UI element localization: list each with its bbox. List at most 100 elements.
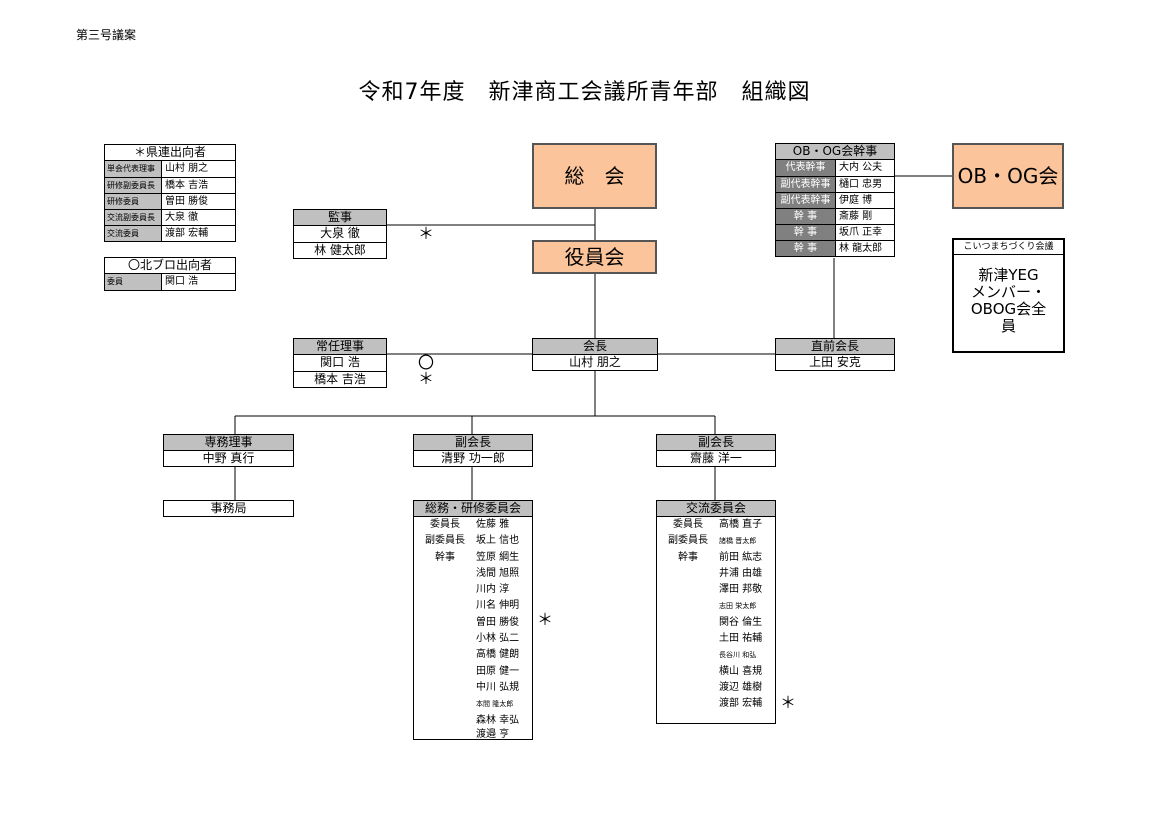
list-item: 本間 隆太郎 <box>414 696 532 712</box>
member-name: 中川 弘規 <box>476 681 520 693</box>
role-label: 副委員長 <box>668 535 708 547</box>
member-name: 斎藤 剛 <box>839 211 873 222</box>
list-item: 川内 淳 <box>414 582 532 598</box>
table-row: 委員関口 浩 <box>105 274 235 290</box>
prefecture-mark: ＊ <box>418 224 435 243</box>
role-label: 研修委員 <box>105 194 162 209</box>
table-row: 研修副委員長橋本 吉浩 <box>105 177 235 193</box>
president-title: 会長 <box>533 339 657 355</box>
standing-director-title: 常任理事 <box>294 339 386 355</box>
member-name: 関口 浩 <box>320 355 360 369</box>
list-item: 森林 幸弘 <box>414 713 532 729</box>
role-label: 副代表幹事 <box>776 193 836 208</box>
committee-title: 総務・研修委員会 <box>414 501 532 517</box>
member-name: 浅間 旭照 <box>476 567 520 579</box>
member-name: 澤田 邦敬 <box>719 584 763 596</box>
ob-og-secretary-table: OB・OG会幹事 代表幹事大内 公夫 副代表幹事樋口 忠男 副代表幹事伊庭 博 … <box>775 143 895 257</box>
role-label <box>657 598 719 614</box>
table-row: 副代表幹事樋口 忠男 <box>776 176 894 192</box>
prefecture-table-title: ＊県連出向者 <box>105 145 235 161</box>
role-label: 代表幹事 <box>776 160 836 176</box>
role-label <box>657 696 719 712</box>
general-assembly-box: 総 会 <box>532 143 657 209</box>
role-label: 委員長 <box>430 519 460 530</box>
role-label <box>414 696 476 712</box>
role-label <box>657 615 719 631</box>
member-name: 高橋 直子 <box>719 519 763 530</box>
list-item: 中川 弘規 <box>414 680 532 696</box>
member-name: 大泉 徹 <box>320 226 360 240</box>
list-item: 浅間 旭照 <box>414 566 532 582</box>
role-label <box>657 680 719 696</box>
member-name: 小林 弘二 <box>476 633 520 645</box>
list-item: 幹事 笠原 綱生 <box>414 550 532 566</box>
table-row: 幹 事斎藤 剛 <box>776 208 894 224</box>
member-name: 土田 祐輔 <box>719 633 763 645</box>
member-name: 横山 喜規 <box>719 665 763 677</box>
member-name: 渡邉 亨 <box>476 728 510 740</box>
role-label: 委員長 <box>673 519 703 530</box>
list-item: 志田 栄太郎 <box>657 598 775 614</box>
role-label: 幹事 <box>678 551 698 563</box>
executive-director-box: 専務理事 中野 真行 <box>163 434 294 467</box>
member-name: 川名 伸明 <box>476 600 520 612</box>
hokubu-table-title: 〇北ブロ出向者 <box>105 258 235 274</box>
member-name: 大泉 徹 <box>165 212 199 223</box>
hokubu-secondment-table: 〇北ブロ出向者 委員関口 浩 <box>104 257 236 291</box>
role-label: 幹事 <box>435 551 455 563</box>
list-item: 幹事前田 紘志 <box>657 550 775 566</box>
vice-president-box-2: 副会長 齋藤 洋一 <box>656 434 776 467</box>
table-row: 幹 事林 龍太郎 <box>776 240 894 256</box>
list-item: 渡邉 亨 <box>414 729 532 741</box>
role-label <box>414 566 476 582</box>
list-item: 曽田 勝俊 <box>414 615 532 631</box>
role-label <box>414 582 476 598</box>
list-item: 井浦 由雄 <box>657 566 775 582</box>
general-affairs-training-committee: 総務・研修委員会 委員長佐藤 雅 副委員長坂上 信也 幹事笠原 綱生 浅間 旭照… <box>413 500 533 740</box>
list-item: 関谷 倫生 <box>657 615 775 631</box>
vice-president-title: 副会長 <box>657 435 775 451</box>
member-name: 坂上 信也 <box>476 535 520 547</box>
list-item: 副委員長諸橋 晋太郎 <box>657 533 775 549</box>
member-name: 関谷 倫生 <box>719 616 763 628</box>
member-name: 林 龍太郎 <box>839 243 883 254</box>
member-name: 関口 浩 <box>165 276 199 287</box>
member-name: 渡辺 雄樹 <box>719 681 763 693</box>
table-row: 代表幹事大内 公夫 <box>776 160 894 176</box>
table-row: 大泉 徹 <box>294 226 386 242</box>
member-name: 笠原 綱生 <box>476 551 520 563</box>
member-name: 橋本 吉浩 <box>314 372 366 386</box>
prefecture-mark: ＊ <box>418 369 435 388</box>
member-name: 高橋 健朗 <box>476 649 520 661</box>
role-label <box>657 647 719 663</box>
member-name: 志田 栄太郎 <box>719 602 757 611</box>
prefecture-mark: ＊ <box>537 610 554 629</box>
member-name: 曽田 勝俊 <box>165 196 209 207</box>
board-meeting-box: 役員会 <box>532 240 657 274</box>
committee-title: 交流委員会 <box>657 501 775 517</box>
role-label: 副代表幹事 <box>776 177 836 192</box>
member-name: 井浦 由雄 <box>719 567 763 579</box>
list-item: 田原 健一 <box>414 664 532 680</box>
role-label <box>657 582 719 598</box>
town-planning-council-header: こいつまちづくり会議 <box>954 240 1063 255</box>
member-name: 山村 朋之 <box>165 163 209 174</box>
member-name: 本間 隆太郎 <box>476 700 514 709</box>
page-title: 令和7年度 新津商工会議所青年部 組織図 <box>358 80 811 105</box>
list-item: 小林 弘二 <box>414 631 532 647</box>
member-name: 川内 淳 <box>476 584 510 596</box>
member-name: 長谷川 和弘 <box>719 651 757 660</box>
member-name: 渡部 宏輔 <box>719 698 763 710</box>
ob-og-secretary-title: OB・OG会幹事 <box>776 144 894 160</box>
role-label: 交流副委員長 <box>105 210 162 225</box>
role-label: 幹 事 <box>776 225 836 240</box>
president-name: 山村 朋之 <box>569 355 621 369</box>
council-body-line: 新津YEG <box>978 266 1039 284</box>
table-row: 交流委員渡部 宏輔 <box>105 225 235 241</box>
table-row: 単会代表理事山村 朋之 <box>105 161 235 177</box>
member-name: 曽田 勝俊 <box>476 616 520 628</box>
member-name: 橋本 吉浩 <box>165 180 209 191</box>
table-row: 関口 浩 <box>294 355 386 371</box>
member-name: 渡部 宏輔 <box>165 228 209 239</box>
